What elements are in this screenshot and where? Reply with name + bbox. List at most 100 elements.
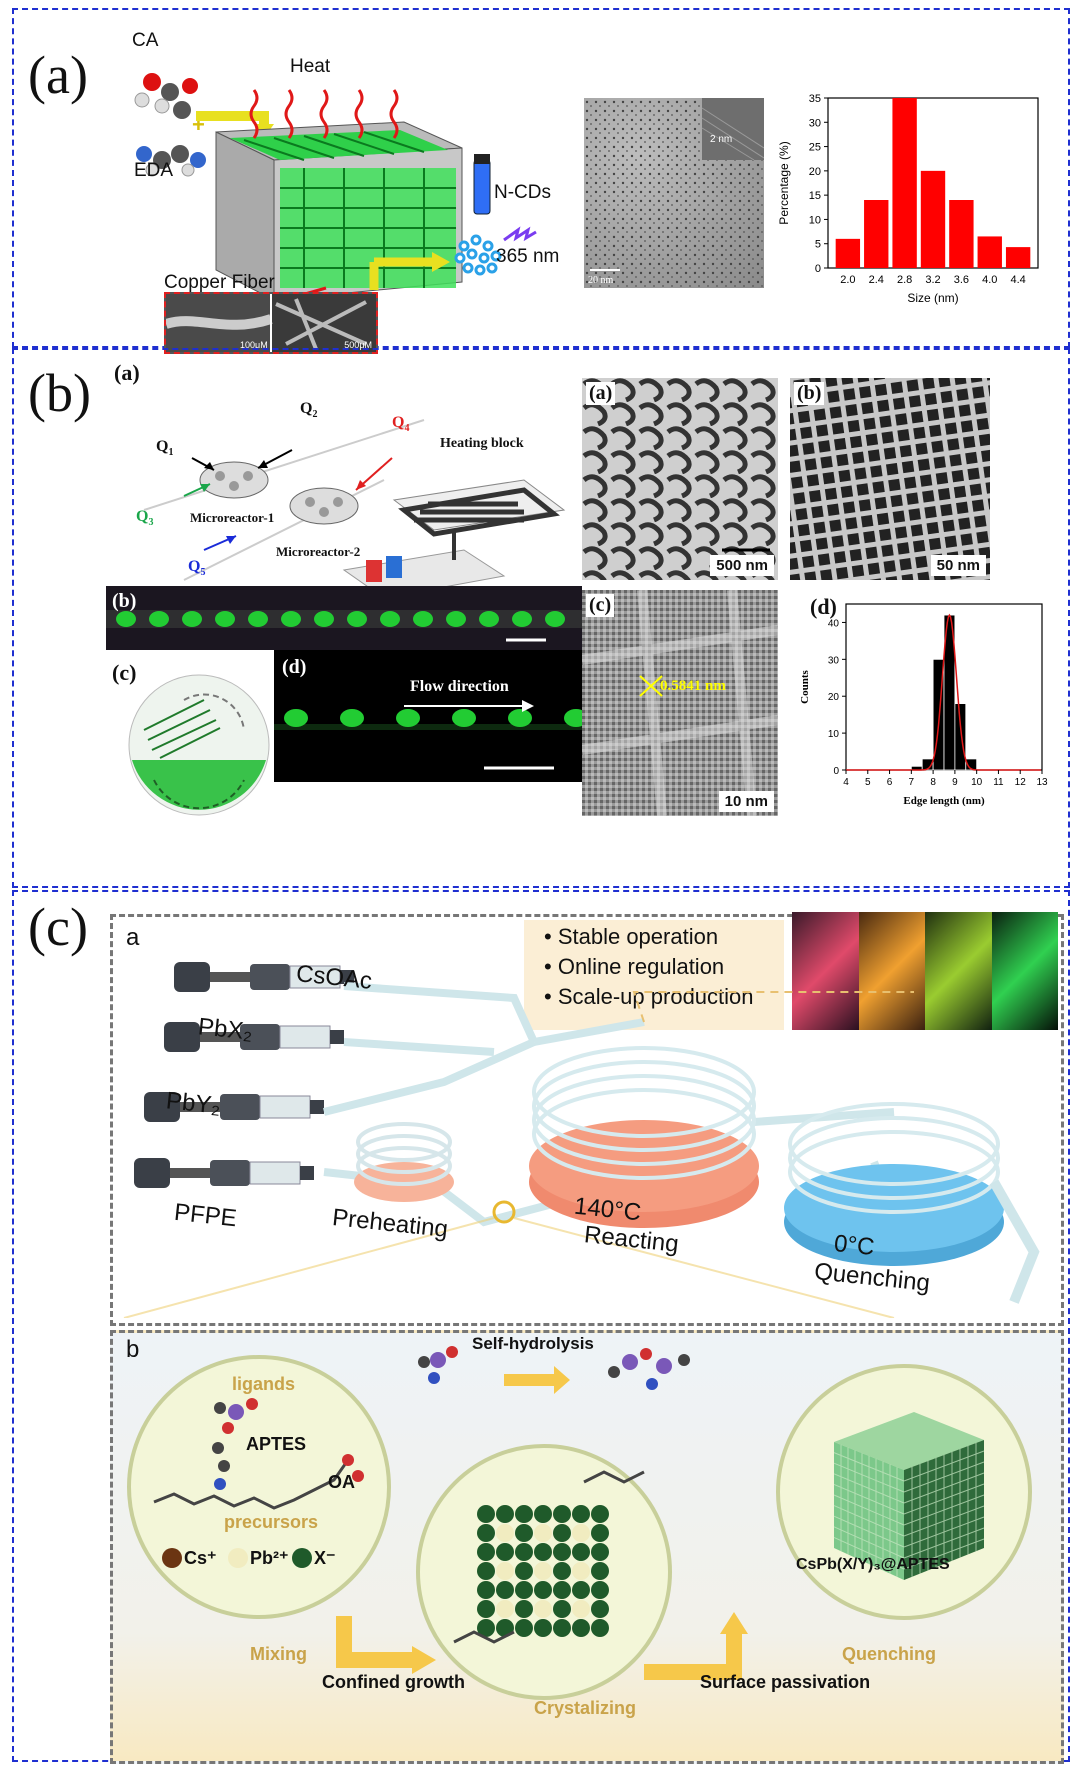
tem-b-label: (b): [794, 382, 825, 405]
pb-ion-label: Pb²⁺: [250, 1548, 289, 1568]
x-tick-label: 3.6: [954, 274, 969, 286]
droplet: [413, 611, 433, 627]
lattice-atom: [591, 1505, 609, 1523]
flow-d-label: (d): [282, 656, 307, 678]
syringe-pby-label: PbY₂: [164, 1087, 223, 1120]
lattice-atom: [515, 1562, 533, 1580]
eda-label: EDA: [134, 160, 174, 181]
y-tick-label: 10: [809, 214, 821, 226]
flow-direction-image: (d) Flow direction: [274, 650, 588, 782]
droplet-sphere-image: [128, 674, 270, 816]
tem-a-label: (a): [586, 382, 616, 405]
aptes-molecule-icon: [212, 1398, 258, 1490]
oa-chain-icon: [153, 1454, 364, 1510]
quenching-coil-icon: [784, 1102, 1040, 1304]
lattice-atom: [496, 1505, 514, 1523]
lattice-atom: [515, 1581, 533, 1599]
lattice-atom: [572, 1600, 590, 1618]
y-axis-label: Counts: [799, 669, 811, 703]
tem-inset-scale: 2 nm: [710, 134, 733, 145]
tem-image-cds: 2 nm 20 nm: [584, 98, 764, 288]
process-arrows: [336, 1612, 748, 1680]
sphere-c-label: (c): [112, 660, 137, 685]
droplet: [512, 611, 532, 627]
eda-molecule-icon: [136, 145, 206, 177]
x-axis-label: Edge length (nm): [903, 795, 985, 807]
syringe-plunger-icon: [134, 1158, 170, 1188]
wavelength-label: 365 nm: [496, 246, 560, 267]
lattice-atom: [515, 1505, 533, 1523]
oa-label: OA: [328, 1472, 355, 1492]
x-tick-label: 12: [1015, 777, 1027, 788]
droplet: [215, 611, 235, 627]
lattice-atom: [477, 1543, 495, 1561]
y-tick-label: 15: [809, 190, 821, 202]
lattice-atom: [477, 1600, 495, 1618]
lattice-atom: [553, 1600, 571, 1618]
droplet: [396, 709, 420, 727]
bar: [1005, 247, 1031, 268]
y-axis-label: Percentage (%): [777, 141, 791, 224]
lattice-atom: [477, 1562, 495, 1580]
droplet: [452, 709, 476, 727]
x-tick-label: 11: [993, 777, 1004, 788]
tem-a-scale: 500 nm: [710, 555, 774, 576]
microreactor-1-label: Microreactor-1: [190, 510, 275, 525]
panel-b-sub-a: (a): [114, 360, 140, 385]
aptes-label: APTES: [246, 1434, 307, 1454]
droplet: [284, 709, 308, 727]
heating-block-label: Heating block: [440, 436, 524, 451]
droplet: [340, 709, 364, 727]
product-circle: [776, 1364, 1032, 1620]
lattice-atom: [553, 1562, 571, 1580]
syringe-plunger-icon: [164, 1022, 200, 1052]
copper-fiber-label: Copper Fiber: [164, 272, 275, 293]
tem-scale: 20 nm: [588, 275, 614, 286]
mixing-label: Mixing: [250, 1644, 307, 1664]
q2-label: Q2: [300, 400, 318, 421]
lattice-atom: [553, 1524, 571, 1542]
lattice-atom: [553, 1619, 571, 1637]
microreactor-2-label: Microreactor-2: [276, 544, 361, 559]
ligands-label: ligands: [232, 1374, 296, 1394]
preheating-coil-icon: [354, 1122, 454, 1202]
x-tick-label: 2.8: [897, 274, 912, 286]
lattice-atom: [572, 1581, 590, 1599]
bar: [965, 758, 978, 771]
tem-image-b-c: (c) 0.5841 nm 10 nm: [582, 590, 778, 816]
lattice-atom: [553, 1581, 571, 1599]
lattice-atom: [534, 1543, 552, 1561]
x-tick-label: 4.0: [982, 274, 997, 286]
panel-b-label: (b): [28, 363, 91, 423]
lattice-atom: [496, 1619, 514, 1637]
q1-label: Q1: [156, 438, 174, 459]
lattice-atom: [553, 1505, 571, 1523]
y-tick-label: 35: [809, 93, 821, 105]
droplet: [314, 611, 334, 627]
droplet: [479, 611, 499, 627]
fit-curve: [846, 613, 1041, 771]
lattice-atom: [591, 1600, 609, 1618]
lattice-atom: [515, 1600, 533, 1618]
droplet: [446, 611, 466, 627]
ncds-label: N-CDs: [494, 182, 551, 203]
droplet: [380, 611, 400, 627]
lattice-atom: [496, 1524, 514, 1542]
x-tick-label: 4.4: [1010, 274, 1025, 286]
self-hydrolysis-label: Self-hydrolysis: [472, 1334, 594, 1353]
lattice-atom: [572, 1505, 590, 1523]
heating-block-icon: [342, 479, 566, 599]
ca-label: CA: [132, 30, 159, 51]
lattice-atom: [496, 1543, 514, 1561]
panel-a: (a) +: [12, 8, 1070, 354]
tem-image-b-b: (b) 50 nm: [790, 378, 990, 580]
strip-b-label: (b): [112, 590, 137, 612]
bar: [954, 703, 967, 771]
lattice-atom: [591, 1562, 609, 1580]
lattice-atom: [572, 1543, 590, 1561]
droplet: [545, 611, 565, 627]
syringe-plunger-icon: [144, 1092, 180, 1122]
x-tick-label: 8: [930, 777, 936, 788]
lattice-atom: [534, 1562, 552, 1580]
